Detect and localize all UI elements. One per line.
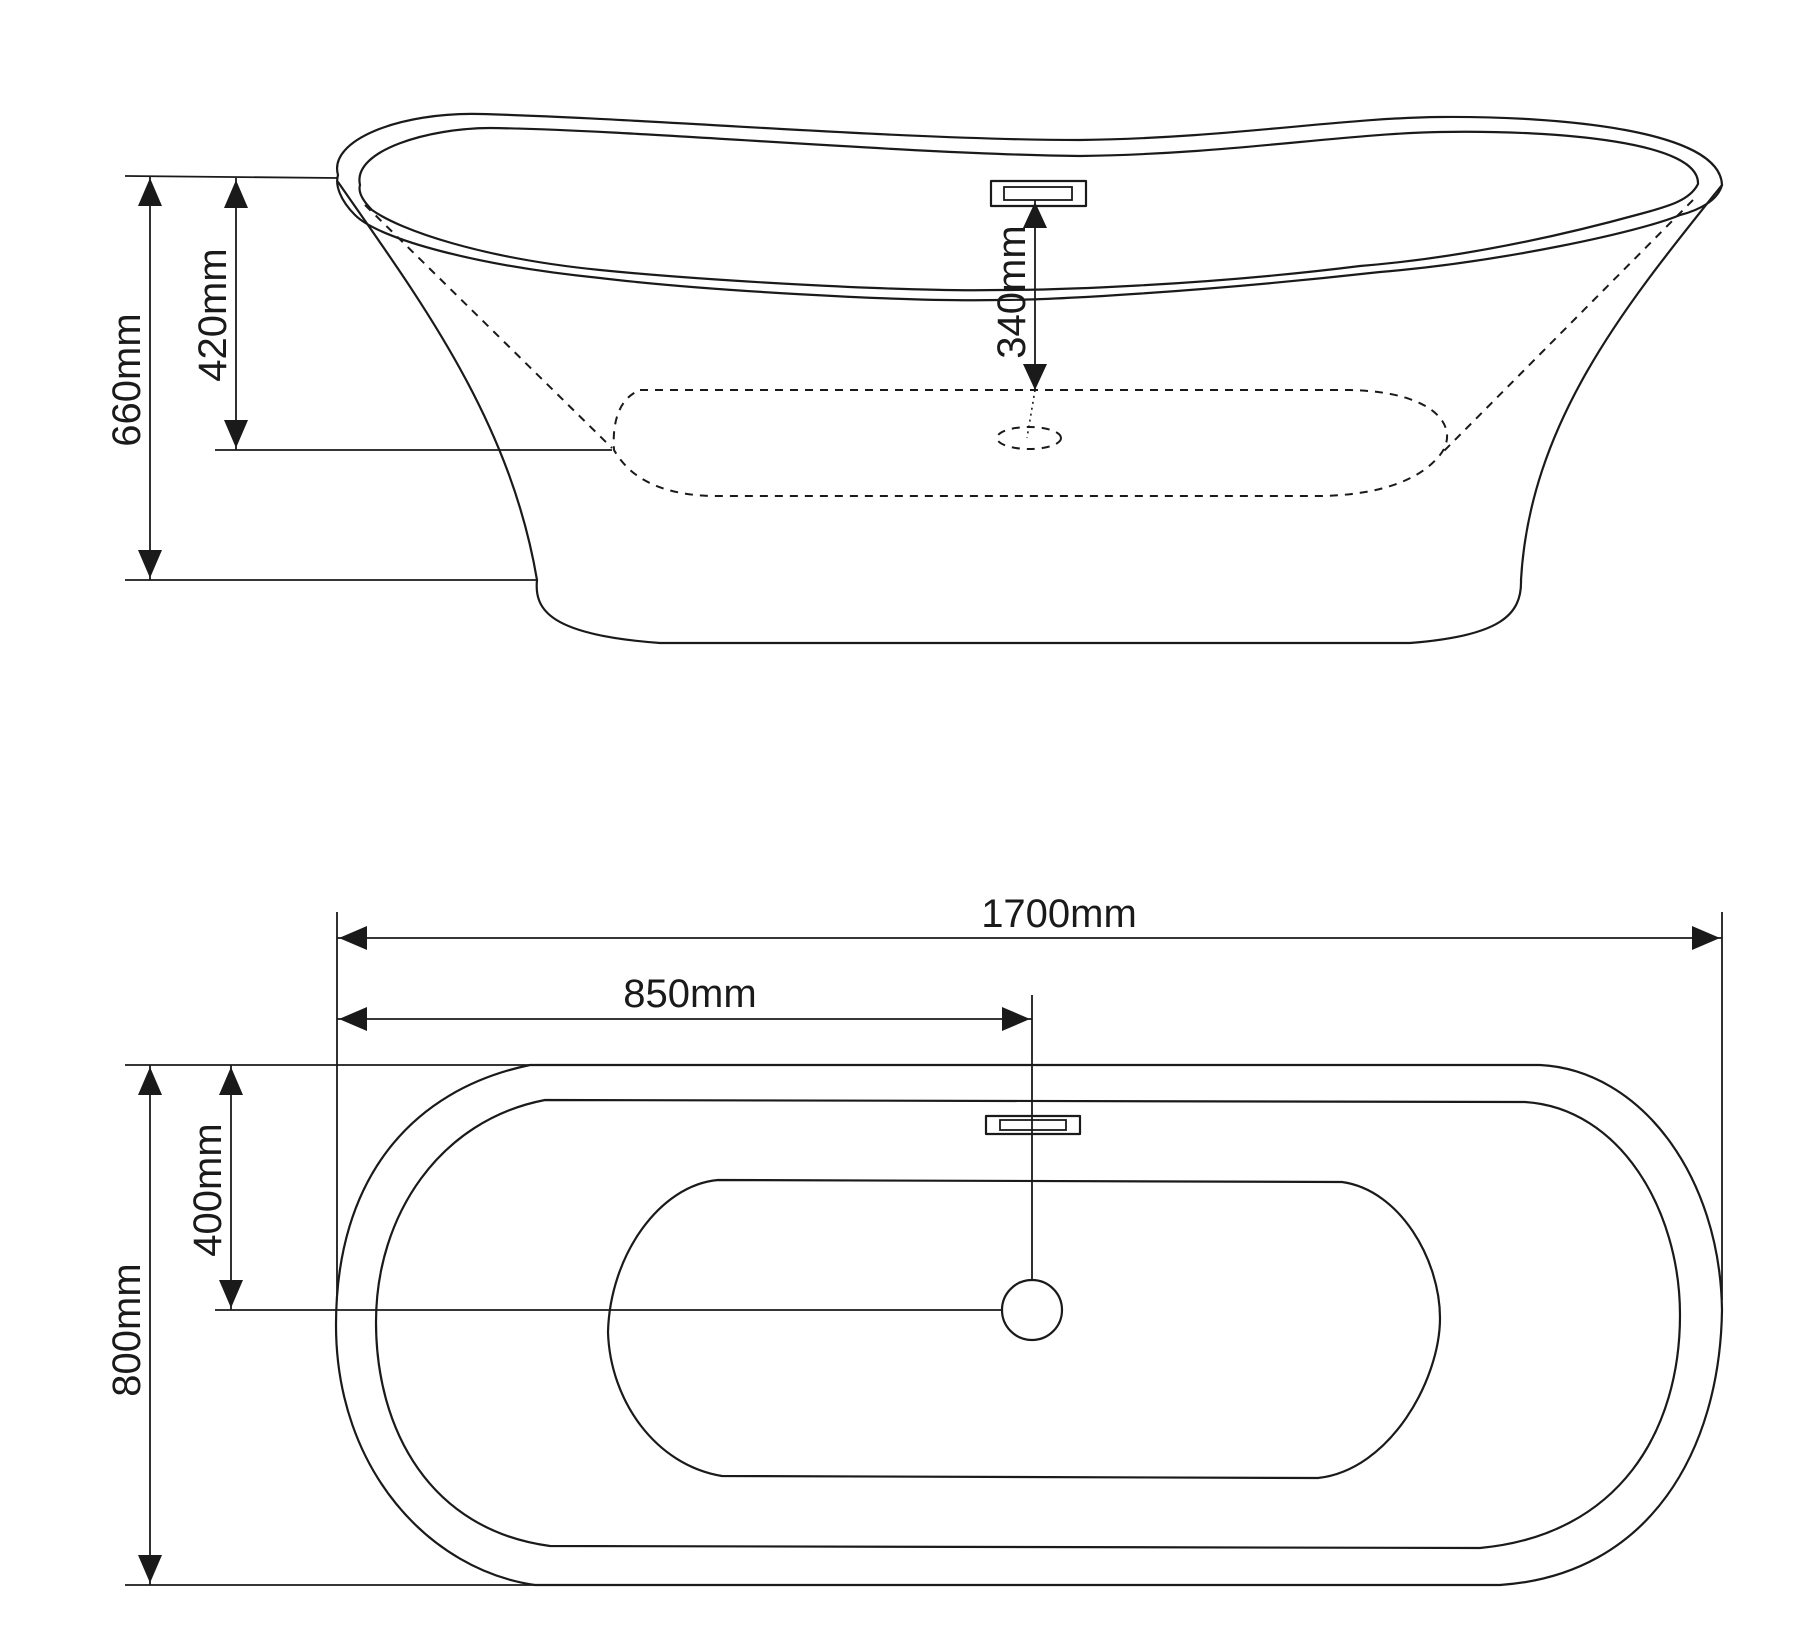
dim-850-label: 850mm xyxy=(623,972,756,1016)
side-overflow-outer xyxy=(989,179,1088,208)
dim-400-label: 400mm xyxy=(186,1123,230,1256)
side-inner-wall-left-dashed xyxy=(364,204,613,449)
dim-400-arrow-bottom xyxy=(219,1280,243,1308)
side-drain-dashed xyxy=(996,426,1062,450)
side-rim-outer xyxy=(335,112,1724,302)
dim-420-arrow-top xyxy=(224,180,248,208)
dim-850-arrow-right xyxy=(1002,1007,1030,1031)
dim-660-arrow-top xyxy=(138,178,162,206)
dim-420-arrow-bottom xyxy=(224,420,248,448)
dim-800-arrow-top xyxy=(138,1067,162,1095)
top-overflow-outer xyxy=(984,1114,1082,1136)
dim-420-label: 420mm xyxy=(191,248,235,381)
side-drain-link-dotted xyxy=(1026,389,1036,439)
top-outline-outer xyxy=(334,1063,1724,1587)
dim-660-arrow-bottom xyxy=(138,550,162,578)
dim-400-arrow-top xyxy=(219,1067,243,1095)
side-body-left xyxy=(336,180,539,582)
side-rim-inner xyxy=(358,126,1700,292)
dim-850-arrow-left xyxy=(339,1007,367,1031)
side-base xyxy=(535,578,1523,645)
top-outline-inner xyxy=(374,1098,1682,1550)
top-overflow-inner xyxy=(999,1119,1067,1131)
dim-660-label: 660mm xyxy=(105,313,149,446)
dim-1700-label: 1700mm xyxy=(981,892,1137,936)
side-inner-wall-right-dashed xyxy=(1439,199,1694,456)
side-view: 660mm 420mm 340mm xyxy=(105,112,1724,645)
side-inner-bottom-dashed xyxy=(612,389,1449,497)
dim-1700-arrow-left xyxy=(339,926,367,950)
dim-660-ext-top xyxy=(124,175,339,179)
dim-800-arrow-bottom xyxy=(138,1555,162,1583)
dim-1700-arrow-right xyxy=(1692,926,1720,950)
dim-340-label: 340mm xyxy=(990,225,1034,358)
side-body-right xyxy=(1519,183,1724,582)
top-drain xyxy=(1000,1278,1064,1342)
dim-340-arrow-top xyxy=(1023,202,1047,228)
top-view: 1700mm 850mm 800mm 400mm xyxy=(105,892,1724,1587)
dim-340-arrow-bottom xyxy=(1023,364,1047,390)
top-basin xyxy=(606,1178,1442,1480)
dim-800-label: 800mm xyxy=(105,1263,149,1396)
side-overflow-inner xyxy=(1003,186,1073,201)
